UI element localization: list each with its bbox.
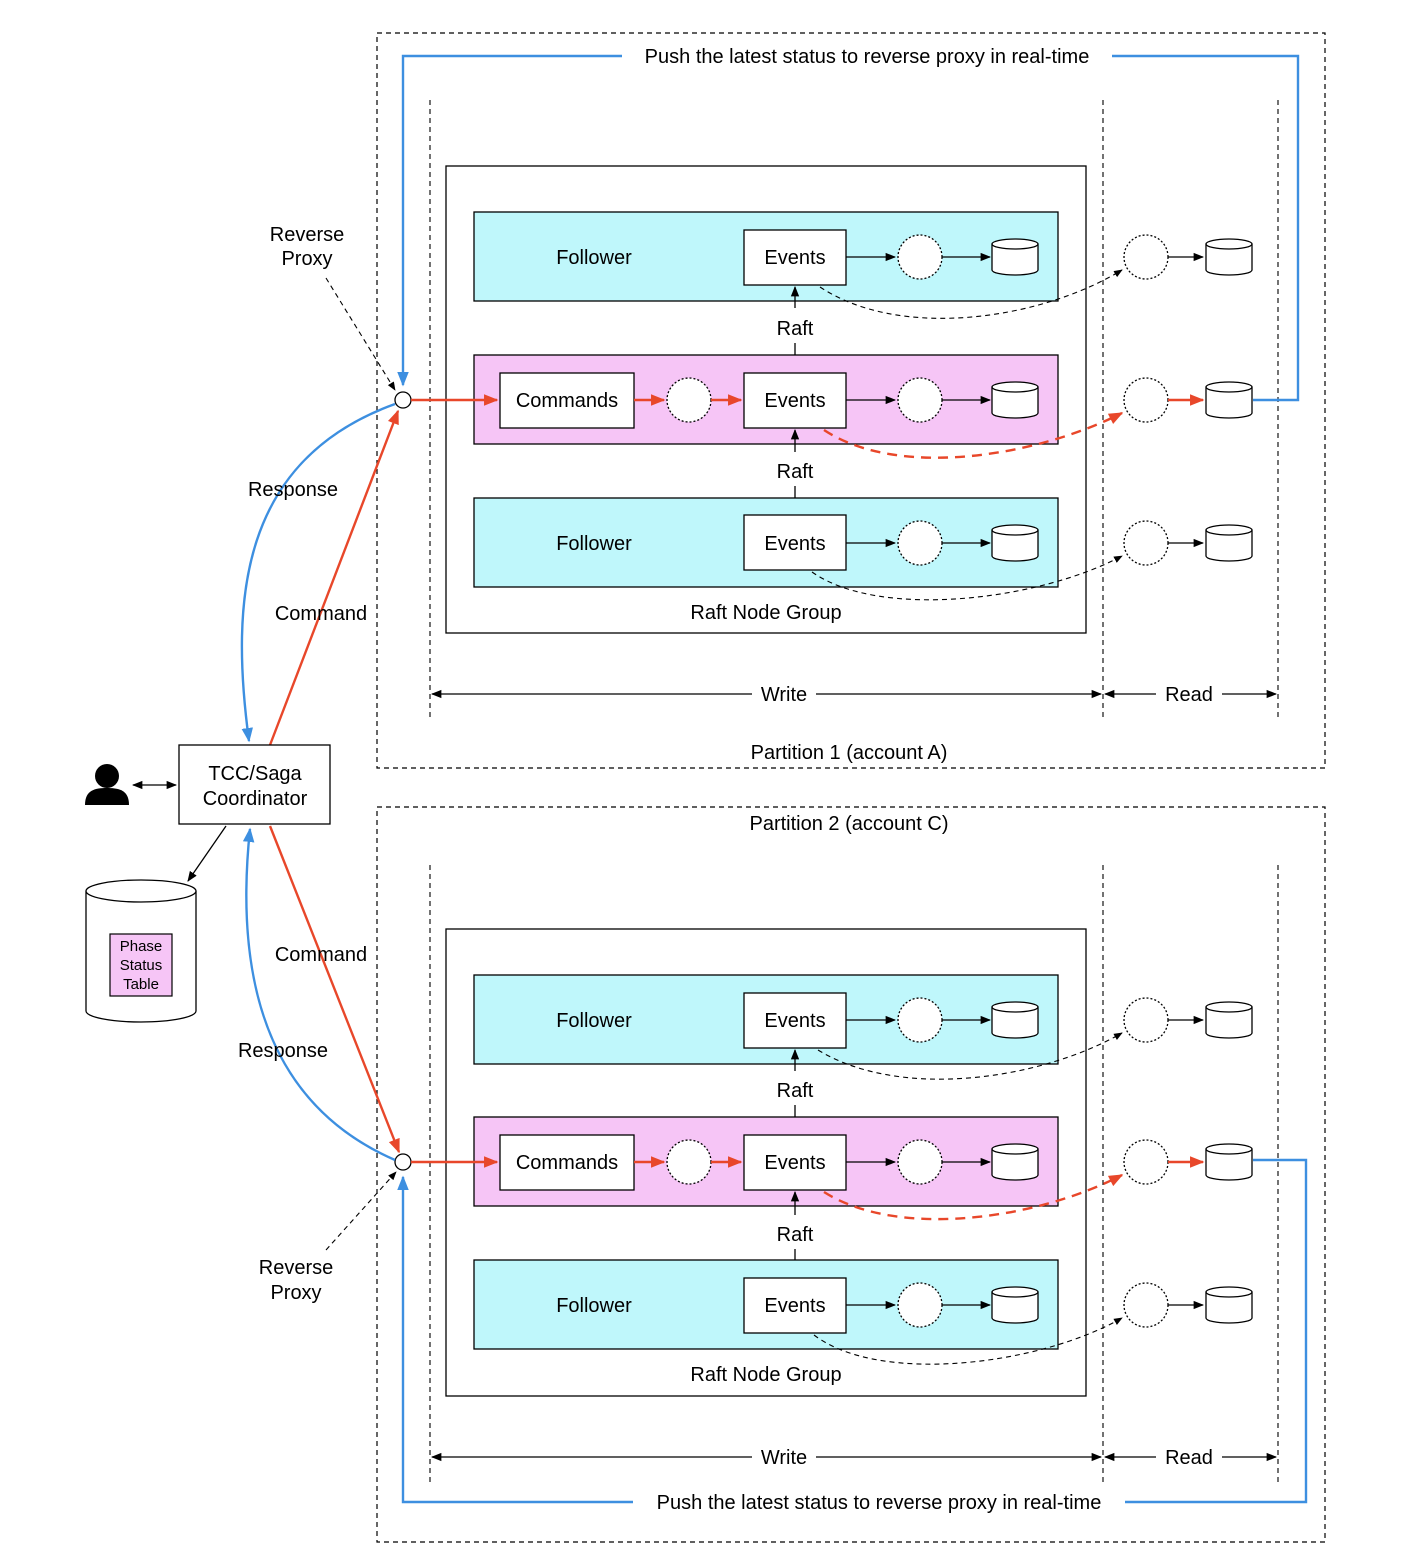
partition-2: Partition 2 (account C) Follower Events …	[376, 806, 1326, 1543]
database-icon	[991, 381, 1039, 419]
database-icon	[1205, 1001, 1253, 1039]
left-side: Reverse Proxy Response Command TCC/Saga …	[85, 224, 401, 1304]
write-label: Write	[761, 684, 807, 706]
partition-2-label: Partition 2 (account C)	[750, 813, 949, 835]
response-label: Response	[248, 479, 338, 501]
follower-label: Follower	[556, 533, 632, 555]
response-label: Response	[238, 1040, 328, 1062]
coordinator-label: TCC/Saga	[208, 763, 302, 785]
events-label: Events	[764, 247, 825, 269]
processor-icon	[897, 1139, 943, 1185]
database-icon	[991, 238, 1039, 276]
partition-1-label: Partition 1 (account A)	[751, 742, 948, 764]
database-icon	[1205, 238, 1253, 276]
partition-1: Follower Events Raft Commands Events	[376, 32, 1326, 769]
raft-node-group-label: Raft Node Group	[690, 1364, 841, 1386]
tcc-saga-coordinator	[178, 744, 331, 825]
phase-status-table: Phase Status Table	[85, 879, 197, 1023]
raft-label: Raft	[777, 1224, 814, 1246]
user-icon	[85, 764, 129, 805]
processor-icon	[897, 377, 943, 423]
database-icon	[991, 1143, 1039, 1181]
processor-icon	[666, 377, 712, 423]
events-label: Events	[764, 390, 825, 412]
events-label: Events	[764, 533, 825, 555]
raft-label: Raft	[777, 1080, 814, 1102]
follower-label: Follower	[556, 1010, 632, 1032]
database-icon	[1205, 524, 1253, 562]
events-box	[743, 229, 847, 286]
processor-icon	[1123, 234, 1169, 280]
reverse-proxy-node	[394, 1153, 412, 1171]
push-status-label: Push the latest status to reverse proxy …	[645, 46, 1090, 68]
reverse-proxy-label: Proxy	[281, 248, 332, 270]
database-icon	[991, 1286, 1039, 1324]
database-icon	[991, 1001, 1039, 1039]
events-box	[743, 1134, 847, 1191]
processor-icon	[1123, 377, 1169, 423]
read-label: Read	[1165, 684, 1213, 706]
processor-icon	[897, 520, 943, 566]
follower-label: Follower	[556, 247, 632, 269]
events-label: Events	[764, 1152, 825, 1174]
events-label: Events	[764, 1010, 825, 1032]
phase-table-label: Status	[120, 957, 163, 974]
reverse-proxy-label: Reverse	[259, 1257, 333, 1279]
commands-label: Commands	[516, 1152, 618, 1174]
commands-box	[499, 372, 635, 429]
command-label: Command	[275, 944, 367, 966]
coordinator-label: Coordinator	[203, 788, 308, 810]
read-label: Read	[1165, 1447, 1213, 1469]
reverse-proxy-label: Proxy	[270, 1282, 321, 1304]
processor-icon	[1123, 520, 1169, 566]
commands-box	[499, 1134, 635, 1191]
phase-table-label: Phase	[120, 938, 163, 955]
command-label: Command	[275, 603, 367, 625]
raft-label: Raft	[777, 318, 814, 340]
database-icon	[1205, 381, 1253, 419]
reverse-proxy-node	[394, 391, 412, 409]
processor-icon	[1123, 1139, 1169, 1185]
events-box	[743, 1277, 847, 1334]
events-label: Events	[764, 1295, 825, 1317]
processor-icon	[1123, 1282, 1169, 1328]
database-icon	[991, 524, 1039, 562]
events-box	[743, 992, 847, 1049]
database-icon	[1205, 1143, 1253, 1181]
follower-label: Follower	[556, 1295, 632, 1317]
processor-icon	[1123, 997, 1169, 1043]
write-label: Write	[761, 1447, 807, 1469]
processor-icon	[897, 1282, 943, 1328]
commands-label: Commands	[516, 390, 618, 412]
raft-label: Raft	[777, 461, 814, 483]
push-status-label: Push the latest status to reverse proxy …	[657, 1492, 1102, 1514]
partition-1-frame	[376, 32, 1326, 769]
partition-2-frame	[376, 806, 1326, 1543]
processor-icon	[897, 234, 943, 280]
reverse-proxy-label: Reverse	[270, 224, 344, 246]
raft-node-group-label: Raft Node Group	[690, 602, 841, 624]
processor-icon	[666, 1139, 712, 1185]
processor-icon	[897, 997, 943, 1043]
phase-table-label: Table	[123, 976, 159, 993]
database-icon	[1205, 1286, 1253, 1324]
